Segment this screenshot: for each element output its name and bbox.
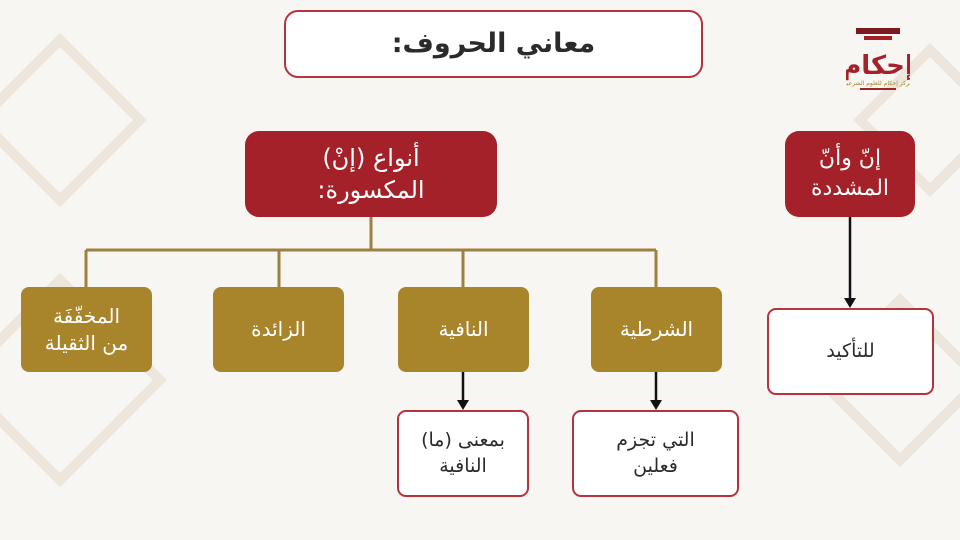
type-label-mukhaffafa-line2: من الثقيلة bbox=[44, 330, 129, 355]
svg-text:إحكام: إحكام bbox=[846, 51, 910, 81]
type-label-nafiya: النافية bbox=[438, 317, 489, 341]
ihkam-logo: إحكام مركز إحكام للعلوم الشرعية bbox=[846, 28, 910, 90]
detail-node-shartiya: التي تجزم فعلين bbox=[572, 410, 739, 497]
svg-text:مركز إحكام للعلوم الشرعية: مركز إحكام للعلوم الشرعية bbox=[846, 80, 910, 87]
page-title: معاني الحروف: bbox=[284, 10, 703, 78]
detail-nafiya-line1: بمعنى (ما) bbox=[421, 428, 505, 451]
type-label-shartiya: الشرطية bbox=[619, 317, 694, 341]
type-node-nafiya: النافية bbox=[398, 287, 529, 372]
detail-shartiya-line1: التي تجزم bbox=[616, 428, 695, 451]
mushaddada-node: إنّ وأنّ المشددة bbox=[785, 131, 915, 217]
main-node: أنواع (إنْ) المكسورة: bbox=[245, 131, 497, 217]
main-node-line2: المكسورة: bbox=[317, 176, 425, 204]
mushaddada-line1: إنّ وأنّ bbox=[818, 146, 882, 172]
type-label-zaida: الزائدة bbox=[251, 317, 306, 341]
type-label-mukhaffafa-line1: المخفّفَة bbox=[52, 303, 121, 328]
tawkid-label: للتأكيد bbox=[826, 339, 875, 362]
mushaddada-line2: المشددة bbox=[810, 176, 890, 201]
page-title-text: معاني الحروف: bbox=[391, 27, 596, 59]
detail-shartiya-line2: فعلين bbox=[633, 454, 678, 477]
type-node-zaida: الزائدة bbox=[213, 287, 344, 372]
detail-node-nafiya: بمعنى (ما) النافية bbox=[397, 410, 529, 497]
type-node-shartiya: الشرطية bbox=[591, 287, 722, 372]
detail-nafiya-line2: النافية bbox=[439, 454, 487, 477]
type-node-mukhaffafa: المخفّفَة من الثقيلة bbox=[21, 287, 152, 372]
main-node-line1: أنواع (إنْ) bbox=[322, 143, 420, 172]
tawkid-node: للتأكيد bbox=[767, 308, 934, 395]
